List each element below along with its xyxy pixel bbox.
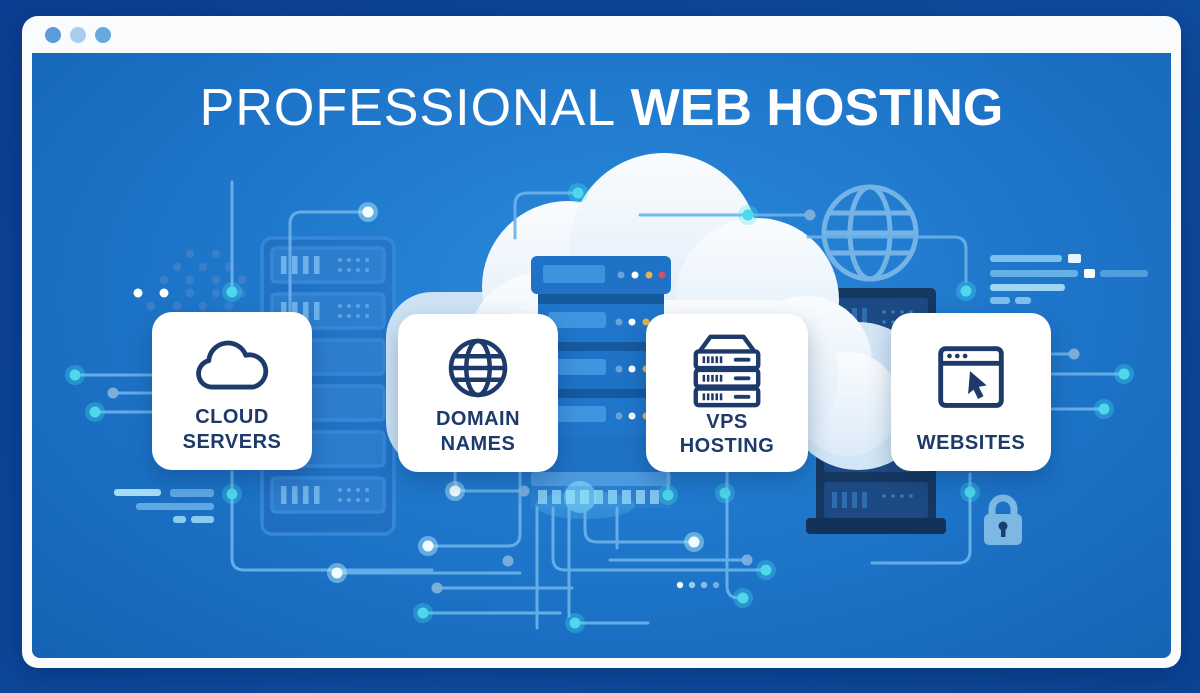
lock-icon (984, 494, 1022, 545)
small-dot-row (676, 581, 720, 589)
window-control-dot (45, 26, 61, 43)
card-label: WEBSITES (916, 431, 1026, 454)
page-title-light: PROFESSIONAL (199, 79, 617, 137)
card-label: VPS HOSTING (679, 411, 775, 458)
card-websites[interactable]: WEBSITES (891, 313, 1051, 471)
browser-titlebar (22, 16, 1181, 53)
card-label: CLOUD SERVERS (182, 406, 282, 453)
globe-wireframe-icon (821, 184, 919, 282)
window-control-dot (70, 26, 86, 43)
window-control-dot (95, 26, 111, 43)
glow-nodes (65, 183, 1134, 633)
page-title-bold: WEB HOSTING (616, 79, 1004, 137)
card-cloud-servers[interactable]: CLOUD SERVERS (152, 312, 312, 470)
circuit-lines (73, 180, 1122, 630)
code-bars-decoration (114, 254, 1148, 523)
server-stack-icon (683, 314, 771, 410)
globe-icon (442, 314, 514, 407)
hero-banner: PROFESSIONAL WEB HOSTING CLOUD SERVERS D… (32, 53, 1171, 658)
page-title: PROFESSIONAL WEB HOSTING (32, 79, 1171, 137)
card-label: DOMAIN NAMES (435, 408, 521, 455)
card-vps-hosting[interactable]: VPS HOSTING (646, 314, 808, 472)
server-rack-center-illustration (531, 256, 671, 519)
browser-cursor-icon (927, 313, 1015, 431)
card-domain-names[interactable]: DOMAIN NAMES (398, 314, 558, 472)
cloud-icon (186, 312, 278, 405)
